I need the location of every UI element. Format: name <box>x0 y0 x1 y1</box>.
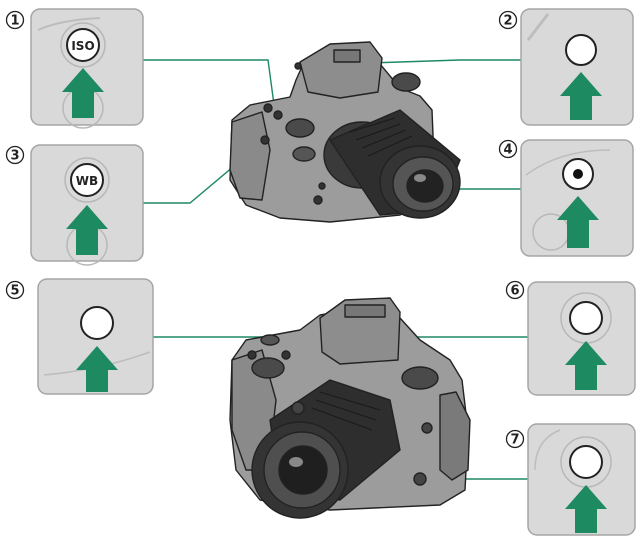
iso-button-label: ISO <box>71 39 94 53</box>
camera-front-view <box>230 298 470 518</box>
callout-panel-1: ISO <box>31 9 143 128</box>
svg-text:7: 7 <box>510 433 519 448</box>
callout-number-1: 1 <box>7 12 24 29</box>
callout-panel-4 <box>521 140 633 256</box>
callout-panel-3: WB <box>31 145 143 265</box>
svg-text:1: 1 <box>10 14 19 29</box>
callout-panel-6 <box>528 282 635 395</box>
svg-text:6: 6 <box>510 284 519 299</box>
svg-text:4: 4 <box>503 143 512 158</box>
button-2-icon <box>566 35 596 65</box>
callout-number-4: 4 <box>500 141 517 158</box>
svg-text:3: 3 <box>10 149 19 164</box>
record-dot-icon <box>573 169 583 179</box>
button-6-icon <box>570 302 602 334</box>
callout-number-3: 3 <box>7 147 24 164</box>
callout-number-5: 5 <box>7 282 24 299</box>
svg-text:2: 2 <box>503 14 512 29</box>
callout-number-2: 2 <box>500 12 517 29</box>
front-button-7-marker <box>414 473 426 485</box>
front-button-6-marker <box>292 402 304 414</box>
callout-number-6: 6 <box>507 282 524 299</box>
svg-text:5: 5 <box>10 284 19 299</box>
callout-panel-7 <box>528 424 635 535</box>
button-7-icon <box>570 446 602 478</box>
callout-panel-2 <box>521 9 633 125</box>
button-5-icon <box>81 307 113 339</box>
callout-panel-5 <box>38 279 153 394</box>
wb-button-label: WB <box>76 174 98 188</box>
callout-number-7: 7 <box>507 431 524 448</box>
camera-top-view <box>230 42 460 222</box>
